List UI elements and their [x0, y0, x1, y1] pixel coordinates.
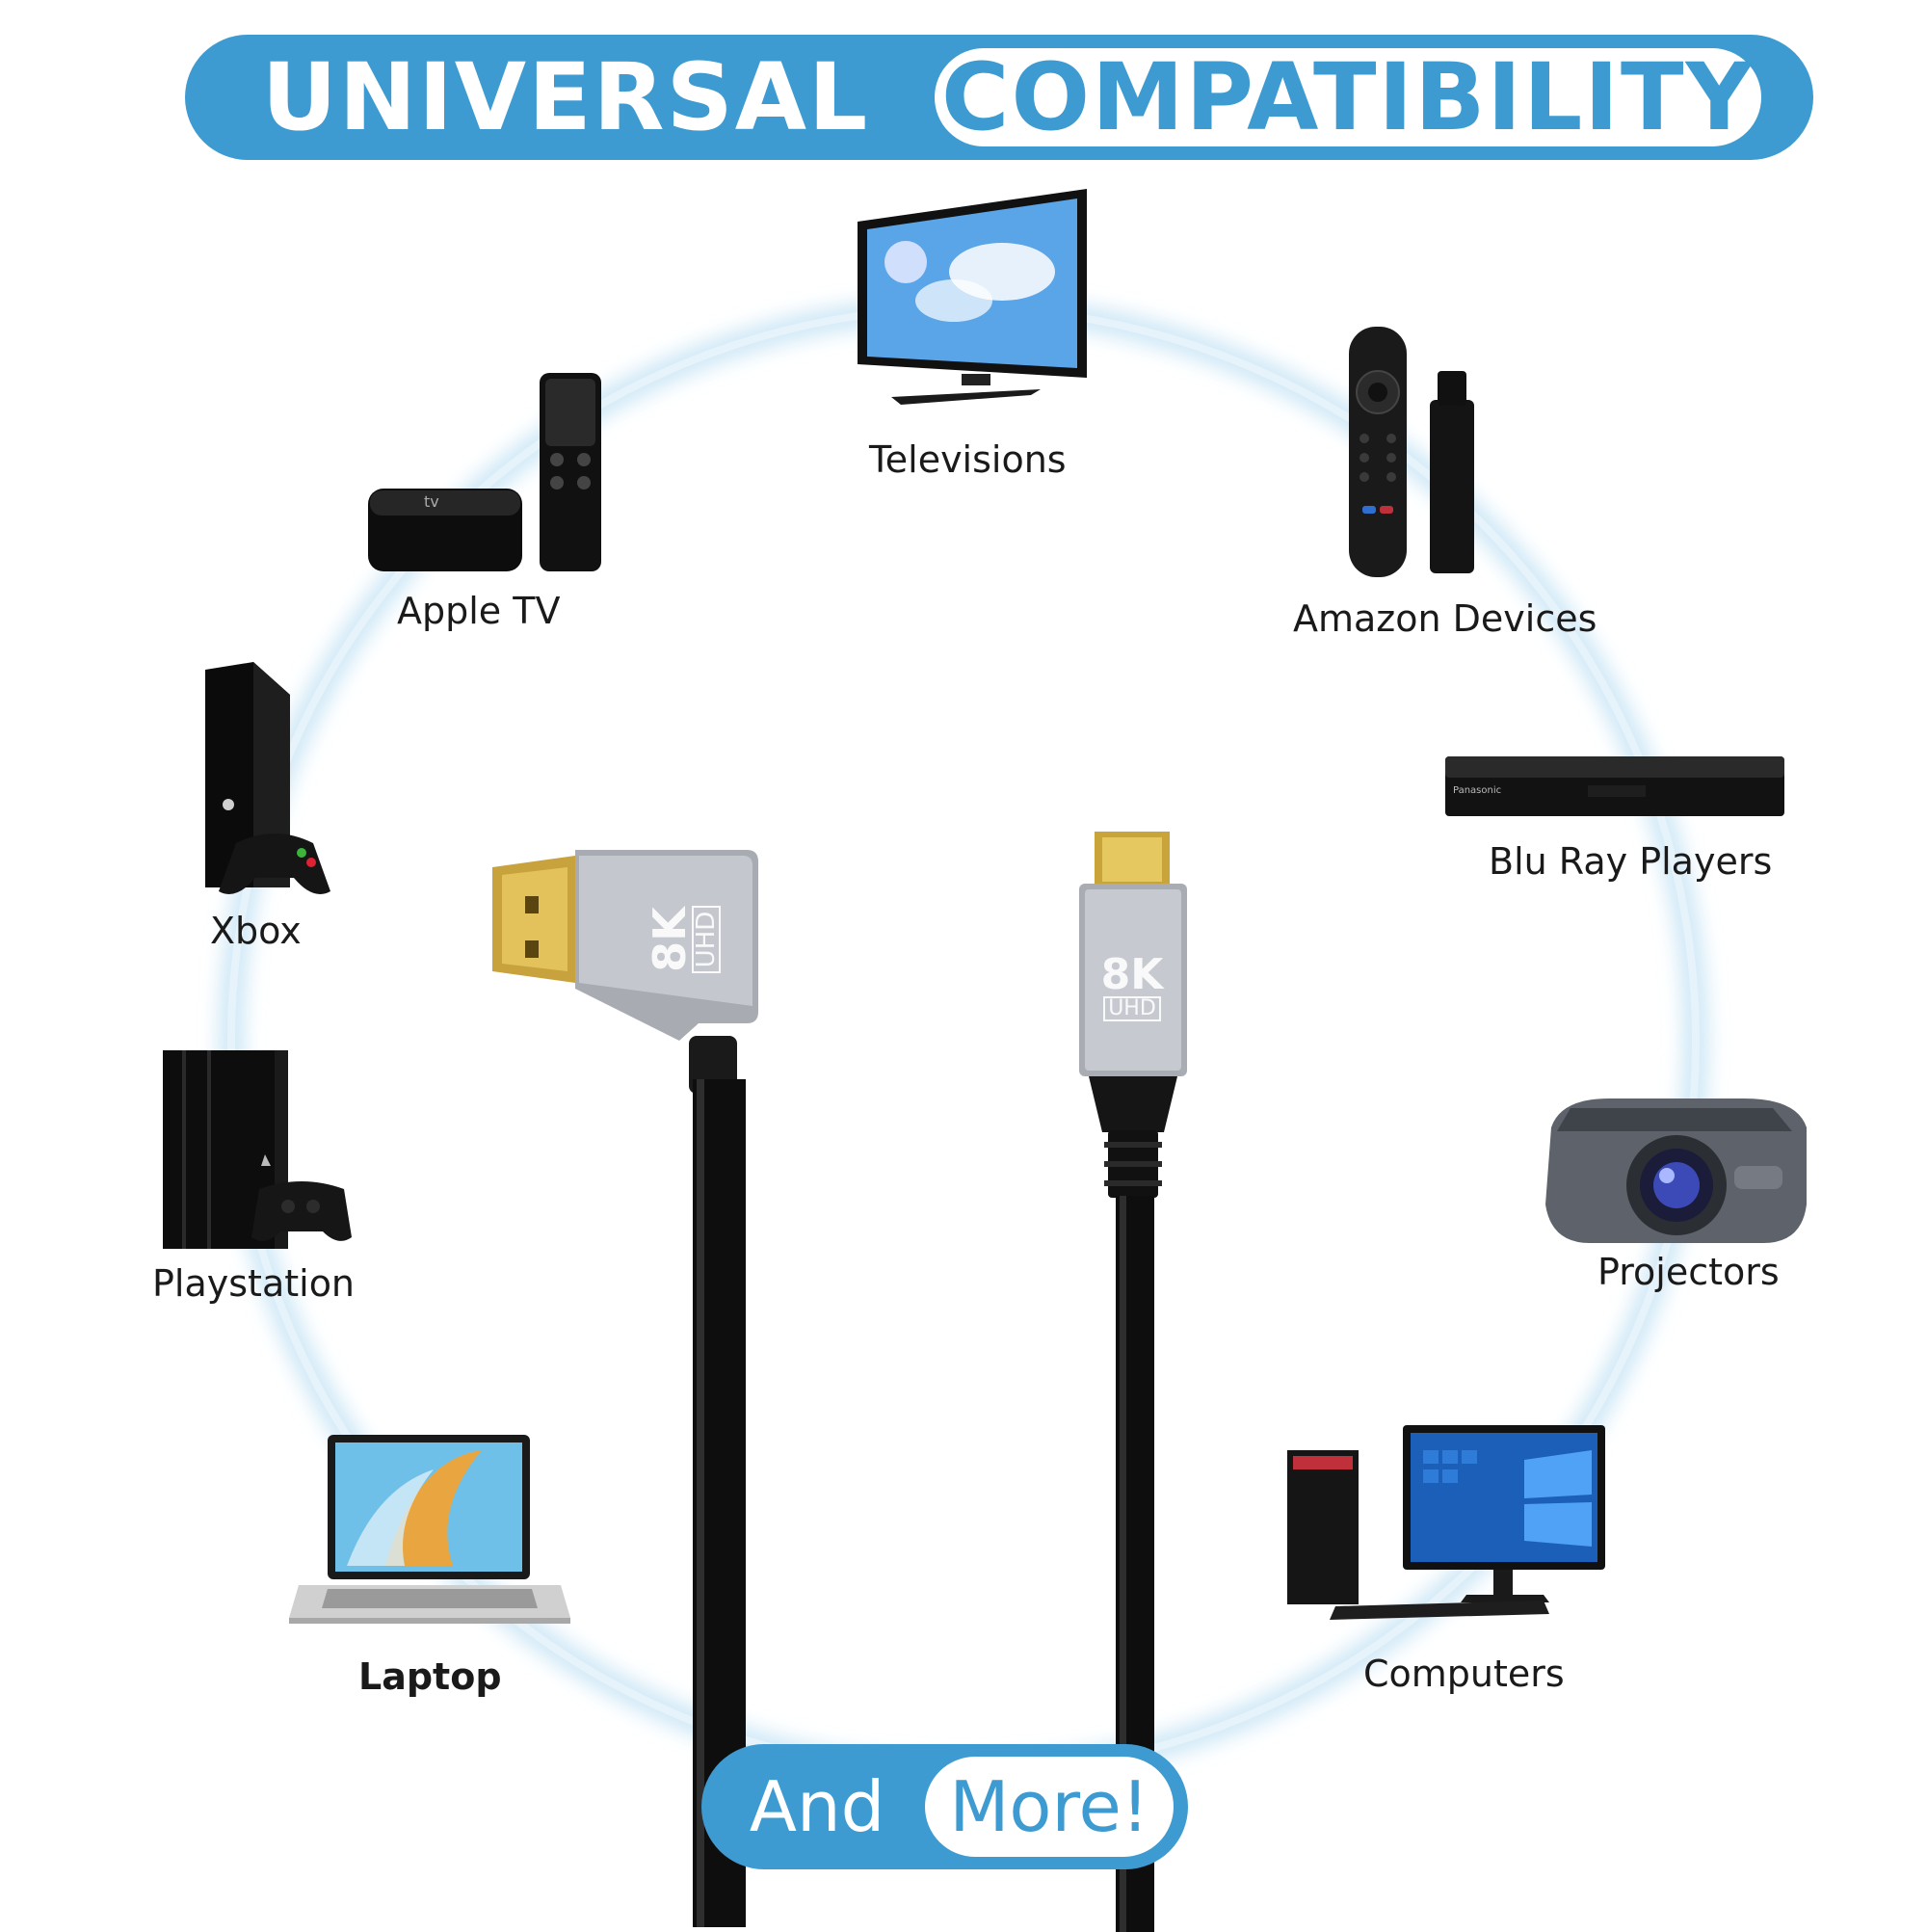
badge-right-uhd: UHD [1103, 996, 1161, 1021]
xbox-icon [205, 662, 330, 894]
label-laptop: Laptop [358, 1655, 502, 1698]
label-projectors: Projectors [1597, 1251, 1780, 1293]
label-televisions: Televisions [869, 438, 1067, 481]
apple-tv-icon: tv [368, 373, 601, 571]
label-apple-tv: Apple TV [397, 590, 561, 632]
television-icon [858, 189, 1087, 405]
label-xbox: Xbox [210, 910, 302, 952]
header-right-text: COMPATIBILITY [935, 43, 1761, 151]
badge-left-8k: 8K [644, 907, 696, 972]
badge-left-uhd: UHD [692, 905, 721, 974]
label-computers: Computers [1363, 1653, 1565, 1695]
svg-text:tv: tv [424, 492, 439, 511]
header-left-text: UNIVERSAL [261, 43, 870, 151]
computers-icon [1287, 1425, 1605, 1620]
footer-right-text: More! [925, 1757, 1174, 1857]
badge-right-8k: 8K [1100, 950, 1164, 999]
laptop-icon [289, 1435, 570, 1624]
label-playstation: Playstation [152, 1262, 356, 1305]
connector-left-badge: 8K UHD [631, 882, 737, 997]
projector-icon [1545, 1098, 1807, 1243]
amazon-devices-icon [1349, 327, 1474, 577]
playstation-icon [163, 1050, 352, 1249]
label-amazon-devices: Amazon Devices [1293, 597, 1597, 640]
label-bluray-players: Blu Ray Players [1489, 840, 1773, 883]
svg-text:Panasonic: Panasonic [1453, 785, 1501, 796]
connector-right-badge: 8K UHD [1089, 935, 1175, 1041]
bluray-player-icon: Panasonic [1445, 756, 1784, 816]
footer-left-text: And [749, 1766, 885, 1847]
